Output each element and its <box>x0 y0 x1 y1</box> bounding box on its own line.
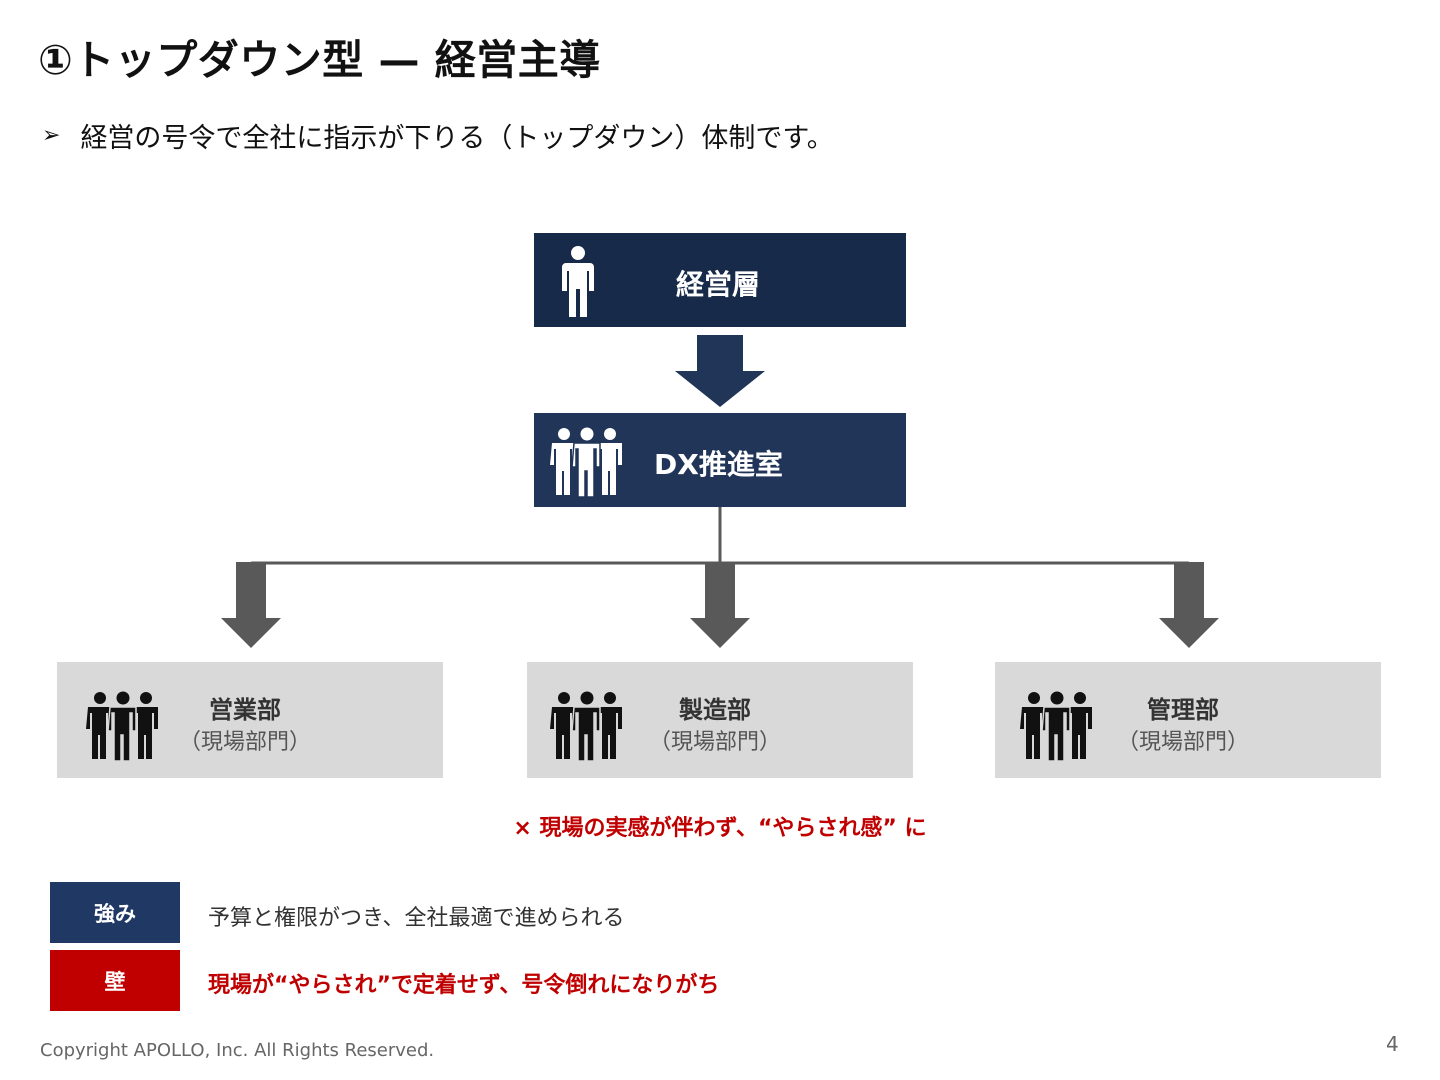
down-arrow-icon <box>1159 562 1219 648</box>
dx-office-node: DX推進室 <box>534 413 906 507</box>
warning-note: × 現場の実感が伴わず、“やらされ感” に <box>513 816 927 841</box>
department-name: 管理部 <box>1147 696 1219 724</box>
department-node-administration: 管理部 （現場部門） <box>995 662 1381 778</box>
down-arrow-icon <box>690 562 750 648</box>
executive-node: 経営層 <box>534 233 906 327</box>
group-icon <box>86 691 158 762</box>
department-sub: （現場部門） <box>649 730 782 755</box>
down-arrow-icon <box>221 562 281 648</box>
department-name: 営業部 <box>209 696 281 724</box>
executive-label: 経営層 <box>676 268 761 301</box>
strength-tag: 強み <box>50 882 180 943</box>
group-icon <box>1020 691 1092 762</box>
department-node-manufacturing: 製造部 （現場部門） <box>527 662 913 778</box>
group-icon <box>550 691 622 762</box>
bullet-arrow-icon: ➢ <box>42 123 61 148</box>
page-title: ①トップダウン型 — 経営主導 <box>38 36 601 84</box>
department-node-sales: 営業部 （現場部門） <box>57 662 443 778</box>
wall-text: 現場が“やらされ”で定着せず、号令倒れになりがち <box>208 973 720 998</box>
bullet-text: 経営の号令で全社に指示が下りる（トップダウン）体制です。 <box>80 123 834 154</box>
dx-office-label: DX推進室 <box>654 448 783 481</box>
department-sub: （現場部門） <box>1117 730 1250 755</box>
person-icon <box>562 246 594 317</box>
strength-text: 予算と権限がつき、全社最適で進められる <box>208 906 625 931</box>
department-name: 製造部 <box>679 696 751 724</box>
copyright: Copyright APOLLO, Inc. All Rights Reserv… <box>40 1040 435 1061</box>
wall-tag: 壁 <box>50 950 180 1011</box>
bullet-line: ➢ 経営の号令で全社に指示が下りる（トップダウン）体制です。 <box>42 116 834 155</box>
page-number: 4 <box>1386 1032 1399 1056</box>
department-sub: （現場部門） <box>179 730 312 755</box>
down-arrow-icon <box>675 335 765 407</box>
group-icon <box>550 427 622 498</box>
